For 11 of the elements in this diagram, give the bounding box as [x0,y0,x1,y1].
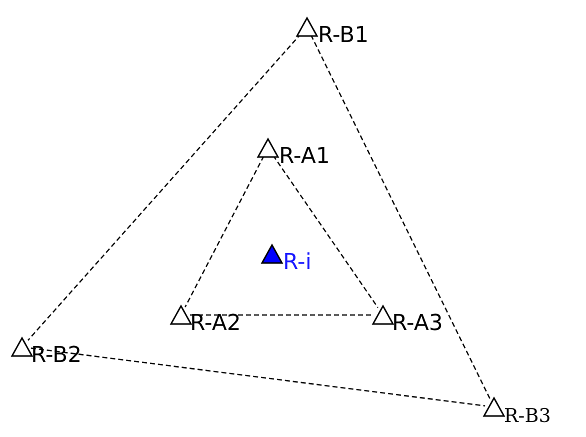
dashed-line [30,348,486,406]
dashed-line [190,314,374,316]
dashed-line [184,156,264,308]
point-label: R-A1 [279,146,330,168]
dashed-line [310,34,491,400]
point-label: R-B3 [504,407,551,426]
point-label: R-A2 [190,313,241,335]
point-label: R-i [283,252,312,274]
point-label: R-B2 [31,345,82,367]
point-label: R-A3 [392,313,443,335]
point-label: R-B1 [318,25,369,47]
